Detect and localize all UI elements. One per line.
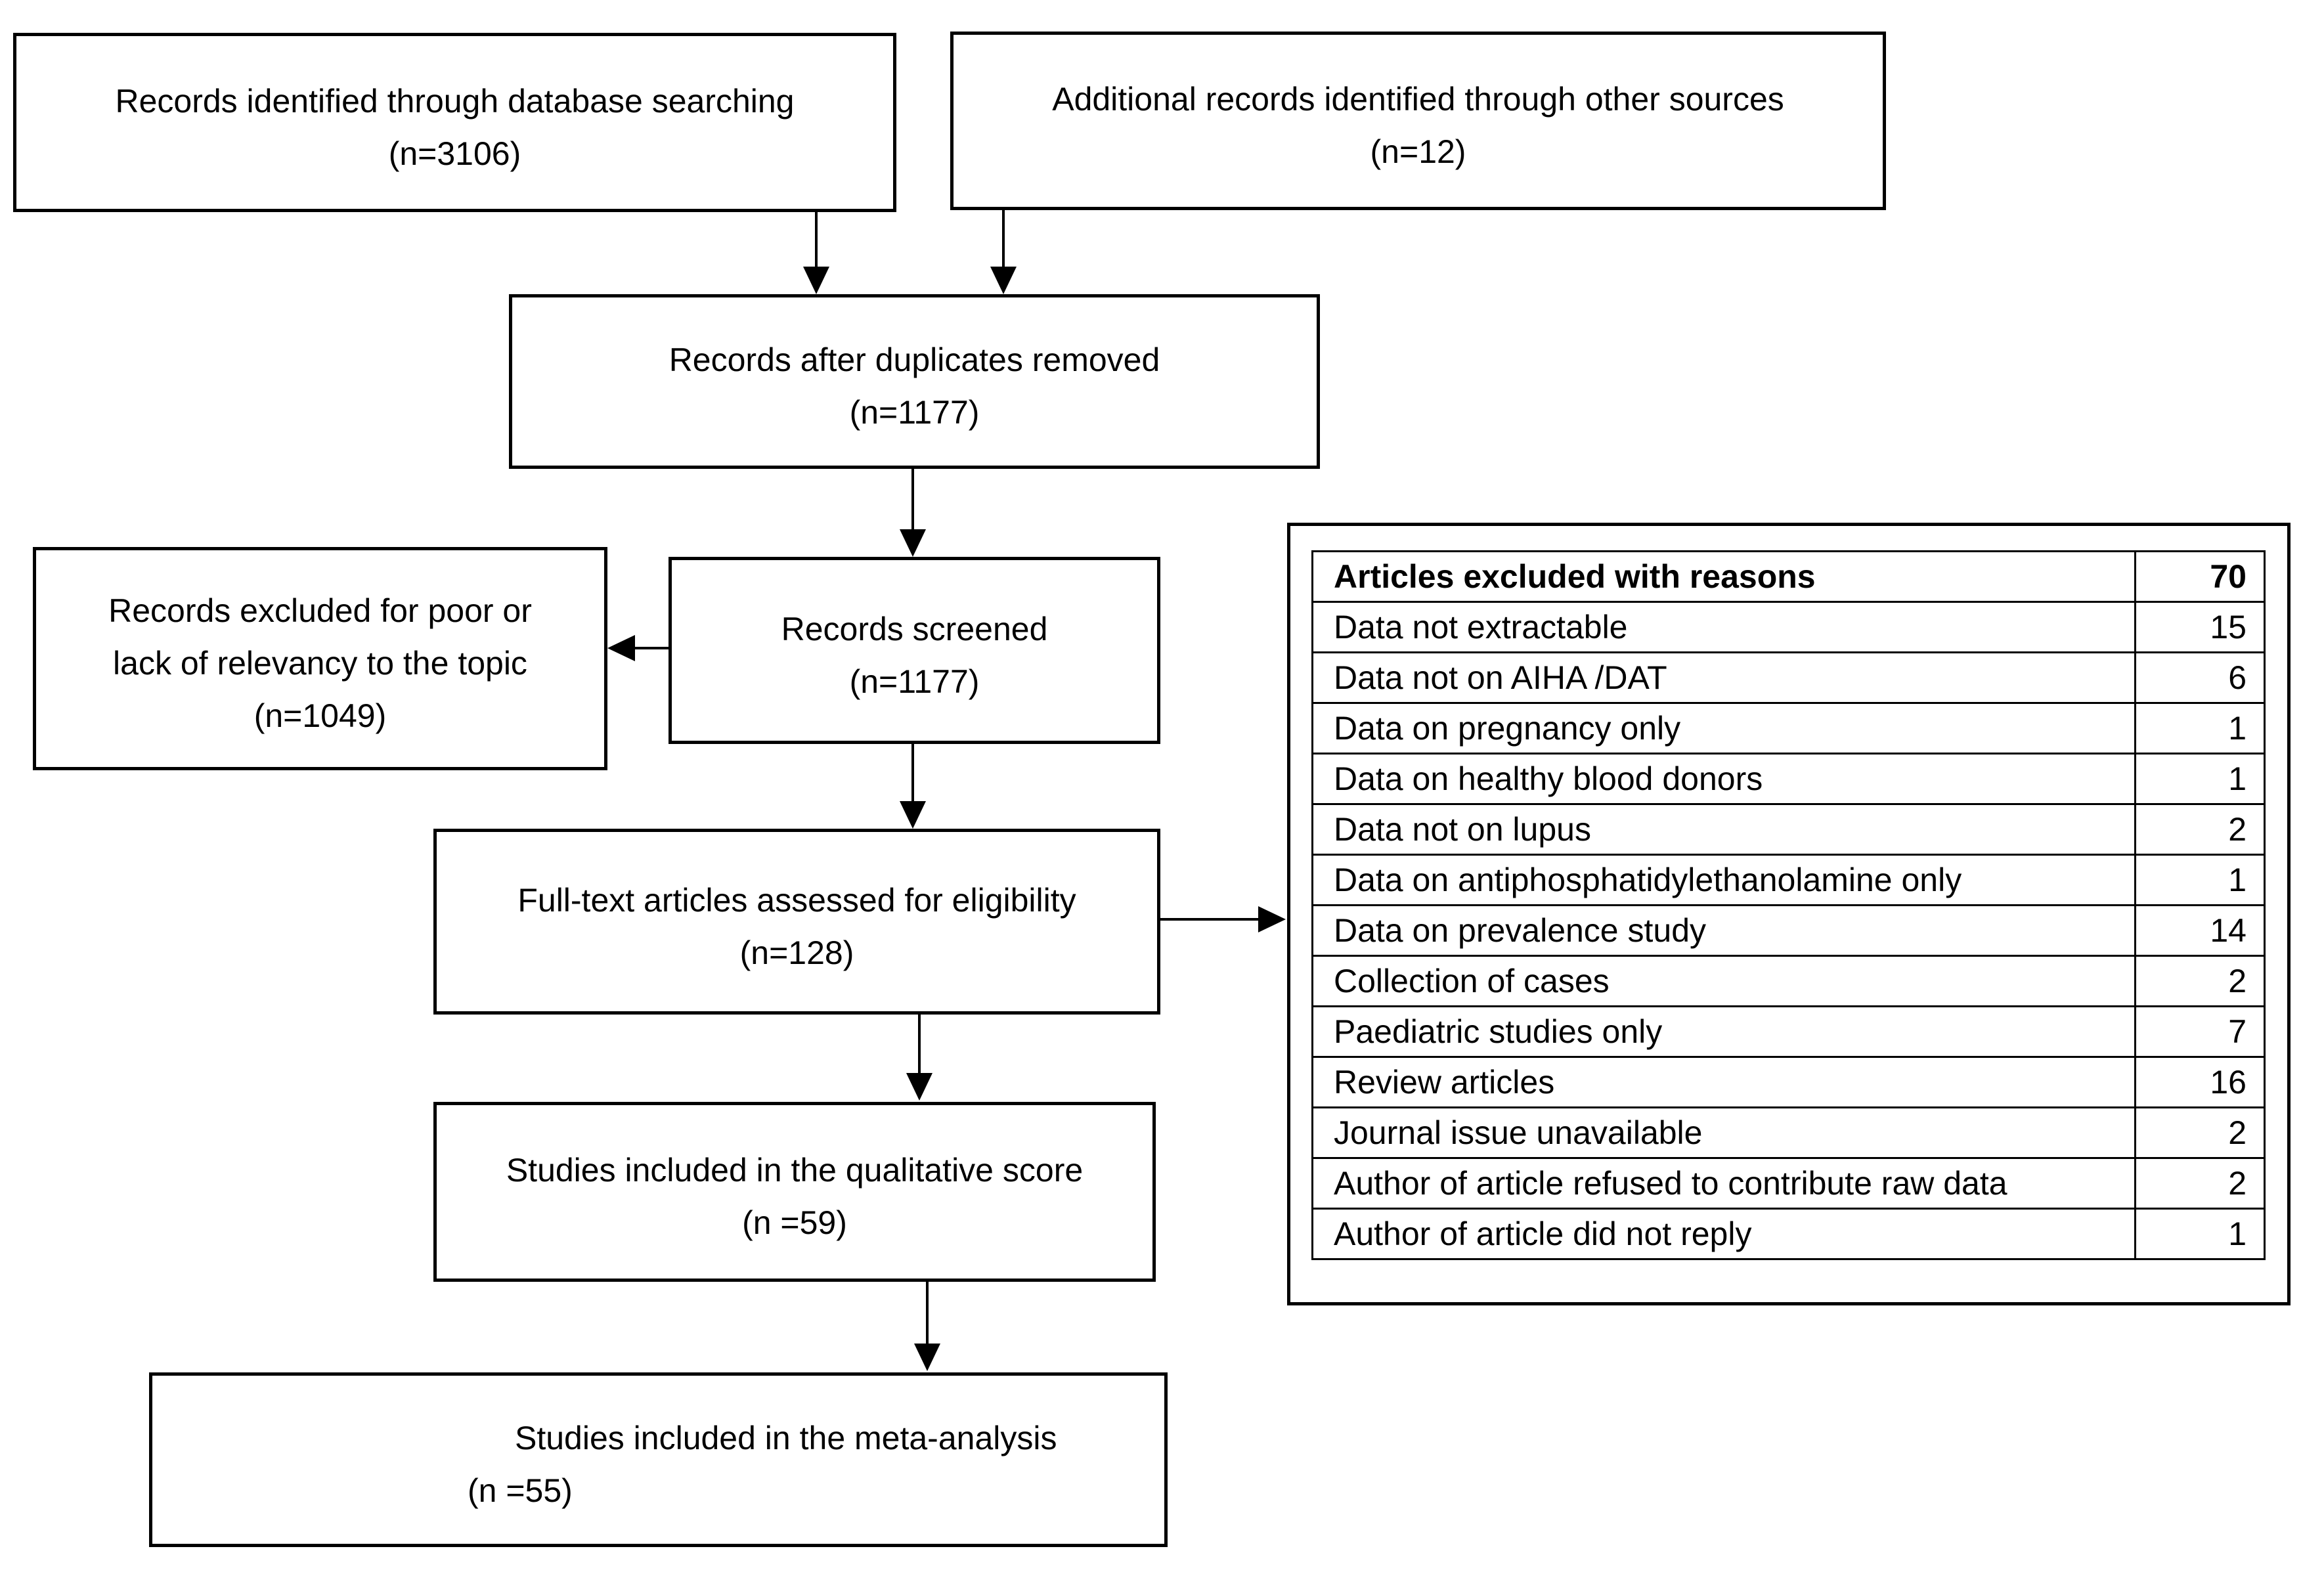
box-qualitative-included-count: (n =59) [742, 1204, 847, 1241]
box-qualitative-included: Studies included in the qualitative scor… [433, 1102, 1156, 1282]
box-fulltext-assessed: Full-text articles assessed for eligibil… [433, 829, 1160, 1015]
count-cell: 1 [2134, 702, 2266, 754]
box-meta-analysis-label: Studies included in the meta-analysis [515, 1420, 1057, 1456]
excluded-reasons-table: Articles excluded with reasons 70 Data n… [1311, 550, 2266, 1260]
reason-cell: Review articles [1311, 1056, 2136, 1108]
reason-cell: Journal issue unavailable [1311, 1106, 2136, 1159]
count-cell: 2 [2134, 955, 2266, 1007]
reason-cell: Data on healthy blood donors [1311, 753, 2136, 805]
box-meta-analysis-count: (n =55) [468, 1472, 573, 1509]
count-cell: 14 [2134, 904, 2266, 957]
box-records-excluded: Records excluded for poor or lack of rel… [33, 547, 607, 770]
box-fulltext-assessed-count: (n=128) [739, 934, 854, 971]
box-meta-analysis-included: Studies included in the meta-analysis (n… [149, 1372, 1168, 1547]
reason-cell: Data on prevalence study [1311, 904, 2136, 957]
reason-cell: Data on antiphosphatidylethanolamine onl… [1311, 854, 2136, 906]
box-fulltext-assessed-label: Full-text articles assessed for eligibil… [517, 881, 1076, 919]
box-qualitative-included-label: Studies included in the qualitative scor… [506, 1152, 1084, 1189]
count-cell: 2 [2134, 803, 2266, 856]
count-cell: 2 [2134, 1106, 2266, 1159]
box-duplicates-removed-label: Records after duplicates removed [669, 341, 1160, 378]
reason-cell: Author of article refused to contribute … [1311, 1157, 2136, 1210]
count-cell: 16 [2134, 1056, 2266, 1108]
arrow-additional-to-dedup-line [1002, 210, 1005, 268]
reason-cell: Data not extractable [1311, 601, 2136, 653]
reason-cell: Data not on AIHA /DAT [1311, 651, 2136, 704]
count-cell: 1 [2134, 854, 2266, 906]
box-duplicates-removed-count: (n=1177) [849, 394, 980, 431]
table-header-row: Articles excluded with reasons 70 [1311, 550, 2266, 603]
box-additional-records-label: Additional records identified through ot… [1052, 81, 1784, 118]
count-cell: 1 [2134, 753, 2266, 805]
arrow-dedup-to-screened-head [900, 529, 926, 557]
table-header-reason: Articles excluded with reasons [1311, 550, 2136, 603]
arrow-screened-to-excluded-head [607, 635, 635, 661]
box-records-identified-count: (n=3106) [388, 135, 521, 172]
arrow-screened-to-fulltext-head [900, 801, 926, 829]
arrow-additional-to-dedup-head [990, 267, 1017, 294]
box-records-excluded-label-2: lack of relevancy to the topic [113, 645, 527, 682]
arrow-identified-to-dedup-line [815, 212, 818, 268]
table-row: Author of article refused to contribute … [1311, 1157, 2266, 1210]
count-cell: 1 [2134, 1208, 2266, 1260]
count-cell: 15 [2134, 601, 2266, 653]
count-cell: 2 [2134, 1157, 2266, 1210]
box-additional-records: Additional records identified through ot… [950, 32, 1886, 210]
reason-cell: Data on pregnancy only [1311, 702, 2136, 754]
table-row: Data on antiphosphatidylethanolamine onl… [1311, 854, 2266, 906]
box-duplicates-removed: Records after duplicates removed (n=1177… [509, 294, 1320, 469]
arrow-dedup-to-screened-line [911, 469, 914, 531]
reason-cell: Author of article did not reply [1311, 1208, 2136, 1260]
reason-cell: Collection of cases [1311, 955, 2136, 1007]
box-records-excluded-label-1: Records excluded for poor or [108, 592, 532, 629]
arrow-fulltext-to-qualitative-head [906, 1073, 932, 1101]
box-records-identified: Records identified through database sear… [13, 33, 896, 212]
count-cell: 6 [2134, 651, 2266, 704]
arrow-qualitative-to-meta-line [926, 1282, 929, 1345]
reason-cell: Data not on lupus [1311, 803, 2136, 856]
reason-cell: Paediatric studies only [1311, 1005, 2136, 1058]
arrow-fulltext-to-qualitative-line [918, 1015, 921, 1074]
arrow-identified-to-dedup-head [803, 267, 829, 294]
box-records-screened-count: (n=1177) [849, 663, 980, 700]
box-records-excluded-count: (n=1049) [253, 697, 387, 734]
arrow-fulltext-to-reasons-head [1258, 906, 1286, 932]
count-cell: 7 [2134, 1005, 2266, 1058]
arrow-qualitative-to-meta-head [914, 1344, 940, 1371]
arrow-screened-to-fulltext-line [911, 744, 914, 802]
box-records-screened-label: Records screened [781, 610, 1048, 647]
box-records-identified-label: Records identified through database sear… [115, 82, 795, 120]
arrow-screened-to-excluded-line [632, 647, 669, 649]
box-additional-records-count: (n=12) [1370, 133, 1466, 170]
table-header-count: 70 [2134, 550, 2266, 603]
arrow-fulltext-to-reasons-line [1160, 918, 1260, 921]
box-records-screened: Records screened (n=1177) [669, 557, 1160, 744]
